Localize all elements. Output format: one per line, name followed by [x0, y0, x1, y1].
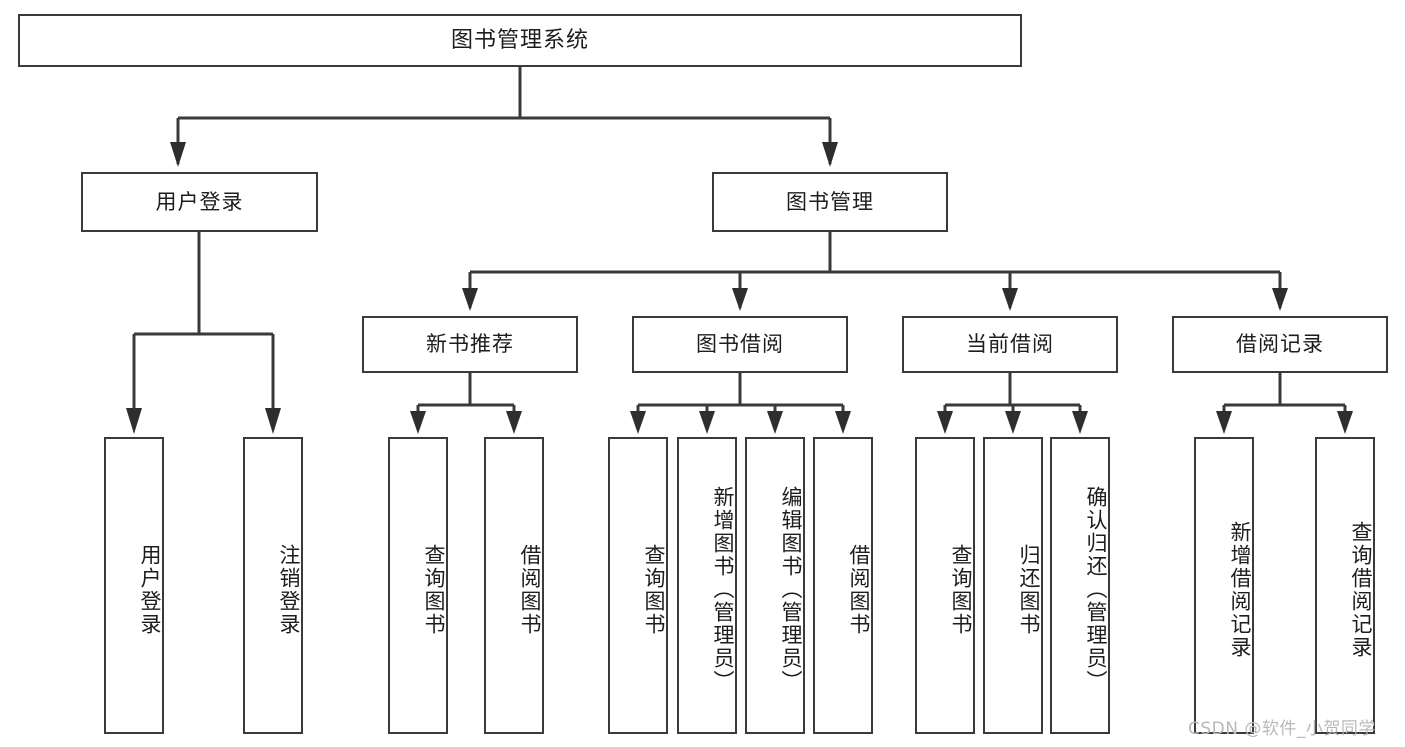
- node-book-management-label: 图书管理: [786, 189, 874, 214]
- arrowhead-userlogin-leaf1: [126, 408, 142, 434]
- arrowhead-borrowrecord-leaf1: [1216, 411, 1232, 434]
- leaf-book-borrow-query-label: 查询图书: [642, 543, 666, 636]
- leaf-current-borrow-query-label: 查询图书: [949, 543, 973, 636]
- leaf-book-borrow-edit[interactable]: 编辑图书（管理员）: [745, 437, 805, 734]
- leaf-current-borrow-return[interactable]: 归还图书: [983, 437, 1043, 734]
- leaf-book-borrow-query[interactable]: 查询图书: [608, 437, 668, 734]
- leaf-book-borrow-add-label: 新增图书（管理员）: [711, 486, 735, 693]
- arrowhead-bookborrow-leaf3: [767, 411, 783, 434]
- arrowhead-borrowrecord-leaf2: [1337, 411, 1353, 434]
- leaf-book-borrow-edit-label: 编辑图书（管理员）: [779, 486, 803, 693]
- leaf-current-borrow-return-label: 归还图书: [1017, 543, 1041, 636]
- arrowhead-bookborrow-leaf1: [630, 411, 646, 434]
- node-current-borrow[interactable]: 当前借阅: [902, 316, 1118, 373]
- node-root-book-management-system[interactable]: 图书管理系统: [18, 14, 1022, 67]
- leaf-new-book-query[interactable]: 查询图书: [388, 437, 448, 734]
- leaf-current-borrow-confirm-return[interactable]: 确认归还（管理员）: [1050, 437, 1110, 734]
- arrowhead-to-new-book: [462, 288, 478, 311]
- leaf-book-borrow-lend[interactable]: 借阅图书: [813, 437, 873, 734]
- leaf-new-book-borrow-label: 借阅图书: [518, 543, 542, 636]
- arrowhead-to-user-login: [170, 142, 186, 167]
- node-new-book-recommend-label: 新书推荐: [426, 332, 514, 357]
- arrowhead-currentborrow-leaf1: [937, 411, 953, 434]
- leaf-borrow-record-add-label: 新增借阅记录: [1228, 520, 1252, 659]
- node-root-label: 图书管理系统: [450, 27, 589, 53]
- leaf-new-book-query-label: 查询图书: [422, 543, 446, 636]
- leaf-current-borrow-confirm-return-label: 确认归还（管理员）: [1084, 486, 1108, 693]
- arrowhead-to-borrow-record: [1272, 288, 1288, 311]
- node-current-borrow-label: 当前借阅: [966, 332, 1054, 357]
- leaf-book-borrow-lend-label: 借阅图书: [847, 543, 871, 636]
- arrowhead-currentborrow-leaf2: [1005, 411, 1021, 434]
- arrowhead-bookborrow-leaf2: [699, 411, 715, 434]
- arrowhead-to-book-mgmt: [822, 142, 838, 167]
- node-book-borrow[interactable]: 图书借阅: [632, 316, 848, 373]
- leaf-user-login-signin[interactable]: 用户登录: [104, 437, 164, 734]
- leaf-borrow-record-query-label: 查询借阅记录: [1349, 520, 1373, 659]
- leaf-book-borrow-add[interactable]: 新增图书（管理员）: [677, 437, 737, 734]
- arrowhead-newbook-leaf2: [506, 411, 522, 434]
- arrowheads: [126, 142, 1353, 434]
- leaf-user-login-signout[interactable]: 注销登录: [243, 437, 303, 734]
- node-new-book-recommend[interactable]: 新书推荐: [362, 316, 578, 373]
- node-user-login[interactable]: 用户登录: [81, 172, 318, 232]
- leaf-current-borrow-query[interactable]: 查询图书: [915, 437, 975, 734]
- leaf-user-login-signout-label: 注销登录: [277, 543, 301, 636]
- leaf-borrow-record-add[interactable]: 新增借阅记录: [1194, 437, 1254, 734]
- arrowhead-newbook-leaf1: [410, 411, 426, 434]
- arrowhead-bookborrow-leaf4: [835, 411, 851, 434]
- arrowhead-to-book-borrow: [732, 288, 748, 311]
- node-user-login-label: 用户登录: [155, 189, 244, 214]
- arrowhead-userlogin-leaf2: [265, 408, 281, 434]
- leaf-user-login-signin-label: 用户登录: [138, 543, 162, 636]
- node-borrow-record[interactable]: 借阅记录: [1172, 316, 1388, 373]
- node-book-borrow-label: 图书借阅: [696, 332, 784, 357]
- arrowhead-currentborrow-leaf3: [1072, 411, 1088, 434]
- leaf-borrow-record-query[interactable]: 查询借阅记录: [1315, 437, 1375, 734]
- leaf-new-book-borrow[interactable]: 借阅图书: [484, 437, 544, 734]
- node-book-management[interactable]: 图书管理: [712, 172, 948, 232]
- arrowhead-to-current-borrow: [1002, 288, 1018, 311]
- node-borrow-record-label: 借阅记录: [1236, 332, 1324, 357]
